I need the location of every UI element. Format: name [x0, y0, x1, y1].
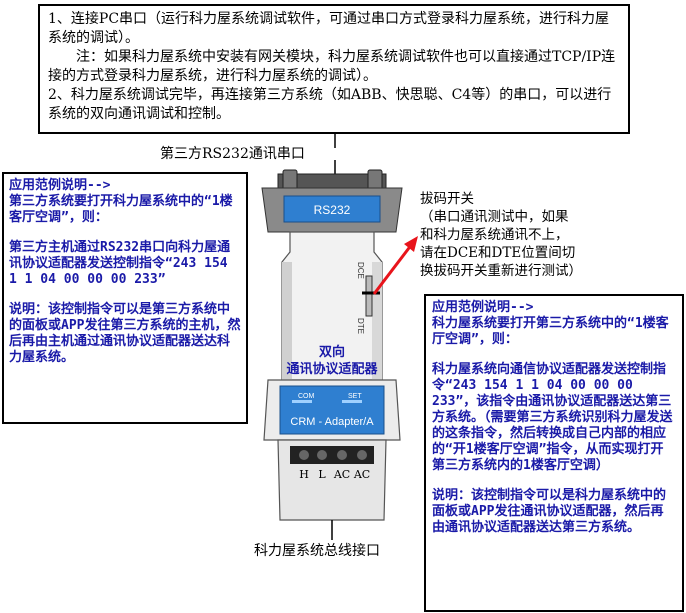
dip-switch-note: 拔码开关 （串口通讯测试中，如果 和科力屋系统通讯不上， 请在DCE和DTE位置… — [420, 190, 582, 280]
left-example-intro: 应用范例说明--> 第三方系统要打开科力屋系统中的“1楼客厅空调”，则： — [9, 178, 233, 225]
terminal-h: H — [299, 468, 309, 481]
terminal-ac-2: AC — [353, 468, 370, 481]
rs232-port-label: 第三方RS232通讯串口 — [160, 146, 305, 162]
terminal-ac-1: AC — [333, 468, 350, 481]
dip-switch-line-2: 和科力屋系统通讯不上， — [420, 227, 569, 243]
connector-label: RS232 — [314, 203, 351, 217]
model-label: CRM - Adapter/A — [290, 416, 374, 428]
set-label: SET — [348, 393, 362, 400]
right-example-note: 说明：该控制指令可以是科力屋系统中的面板或APP发往通讯协议适配器，然后再由通讯… — [432, 488, 667, 535]
bus-port-label: 科力屋系统总线接口 — [254, 543, 380, 559]
dip-switch-line-4: 换拔码开关重新进行测试） — [420, 263, 582, 279]
third-party-example-box: 应用范例说明--> 第三方系统要打开科力屋系统中的“1楼客厅空调”，则： 第三方… — [2, 172, 248, 424]
instruction-line-1: 1、连接PC串口（运行科力屋系统调试软件，可通过串口方式登录科力屋系统，进行科力… — [48, 11, 610, 46]
left-example-note: 说明：该控制指令可以是第三方系统中的面板或APP发往第三方系统的主机，然后再由主… — [9, 302, 241, 365]
dip-switch-title: 拔码开关 — [420, 191, 474, 207]
keliwu-example-box: 应用范例说明--> 科力屋系统要打开第三方系统中的“1楼客厅空调”，则： 科力屋… — [424, 294, 684, 612]
device-title-line1: 双向 — [319, 344, 345, 360]
right-example-command: 科力屋系统向通信协议适配器发送控制指令“243 154 1 1 04 00 00… — [432, 362, 673, 473]
left-example-command: 第三方主机通过RS232串口向科力屋通讯协议适配器发送控制指令“243 154 … — [9, 240, 236, 287]
instruction-note: 注：如果科力屋系统中安装有网关模块，科力屋系统调试软件也可以直接通过TCP/IP… — [48, 49, 616, 84]
instruction-line-2: 2、科力屋系统调试完毕，再连接第三方系统（如ABB、快思聪、C4等）的串口，可以… — [48, 87, 612, 122]
instruction-box: 1、连接PC串口（运行科力屋系统调试软件，可通过串口方式登录科力屋系统，进行科力… — [38, 4, 630, 134]
terminal-l: L — [318, 468, 326, 481]
device-title-line2: 通讯协议适配器 — [286, 361, 378, 377]
dte-label: DTE — [356, 318, 365, 334]
right-example-intro: 应用范例说明--> 科力屋系统要打开第三方系统中的“1楼客厅空调”，则： — [432, 300, 669, 347]
dce-label: DCE — [356, 262, 365, 279]
com-label: COM — [298, 393, 315, 400]
dip-switch-line-1: （串口通讯测试中，如果 — [420, 209, 569, 225]
dip-switch-line-3: 请在DCE和DTE位置间切 — [420, 245, 576, 261]
